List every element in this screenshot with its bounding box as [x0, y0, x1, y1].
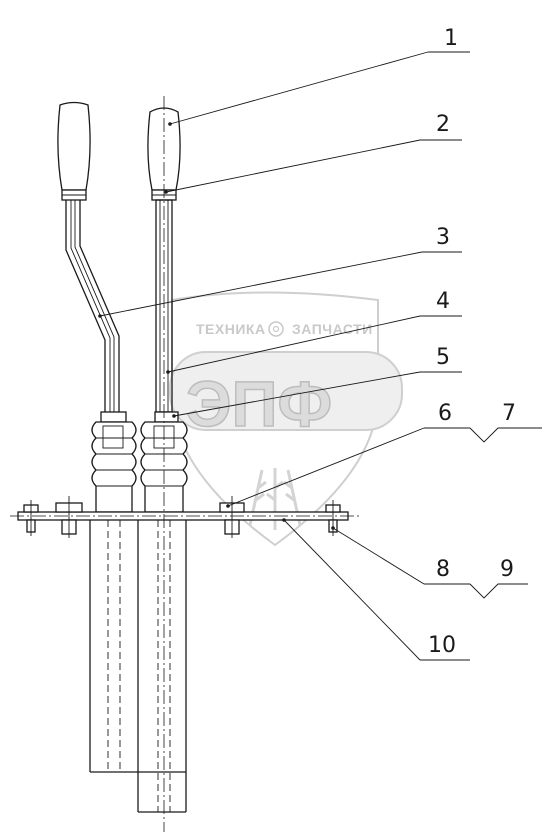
left-nut [100, 411, 127, 423]
callout-6: 6 [438, 401, 452, 426]
leader-lines [98, 51, 542, 661]
callout-4: 4 [436, 289, 450, 314]
watermark-text-right: ЗАПЧАСТИ [292, 321, 373, 337]
bolt-left-outer [23, 500, 39, 536]
watermark-band [169, 351, 403, 431]
callout-9: 9 [500, 557, 514, 582]
left-lever-rod [65, 200, 120, 412]
left-lever [57, 101, 120, 412]
mounting-plate [10, 511, 360, 521]
callout-8: 8 [436, 557, 450, 582]
callout-2: 2 [436, 112, 450, 137]
watermark-shield-outline [171, 291, 379, 547]
bolt-left-inner [55, 496, 83, 538]
wheat-icon [248, 468, 302, 530]
bolt-right-outer [325, 500, 341, 536]
left-lever-knob [57, 101, 91, 191]
callout-10: 10 [428, 633, 456, 658]
callout-7: 7 [502, 401, 516, 426]
callout-1: 1 [444, 26, 458, 51]
left-bellows [91, 421, 137, 513]
gear-icon [268, 321, 284, 337]
right-housing [137, 520, 187, 813]
watermark: ТЕХНИКА ЗАПЧАСТИ ЭПФ [169, 291, 403, 547]
watermark-text-left: ТЕХНИКА [196, 321, 266, 337]
callout-3: 3 [436, 225, 450, 250]
callout-5: 5 [436, 345, 450, 370]
bolt-right-inner [219, 496, 245, 538]
watermark-main-text: ЭПФ [186, 368, 332, 440]
